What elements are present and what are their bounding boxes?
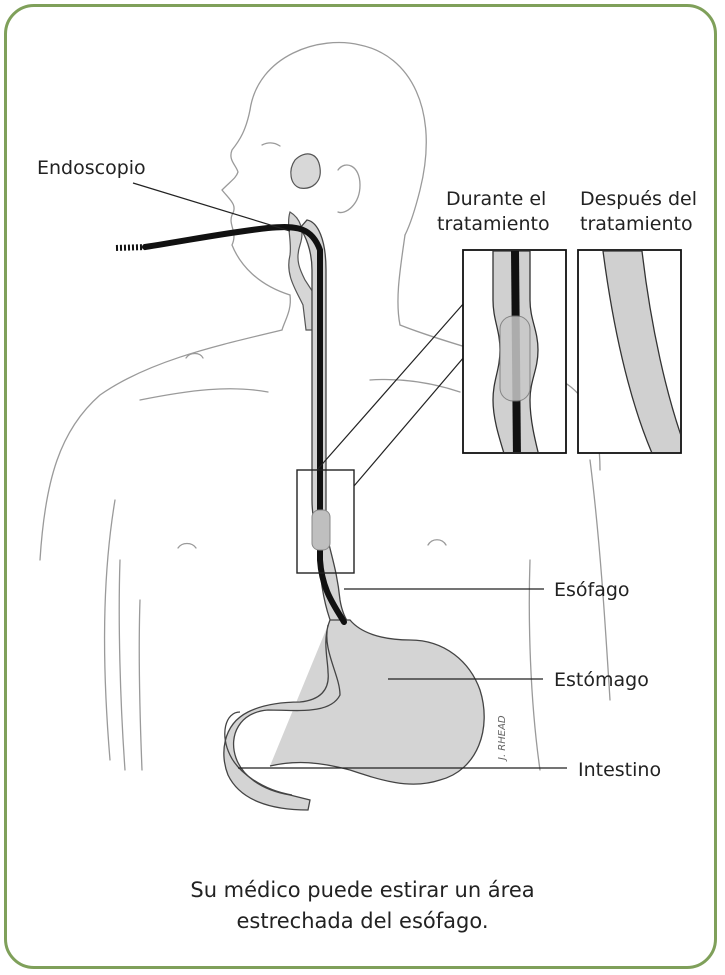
neck-front [282, 295, 290, 330]
label-after-line1: Después del [580, 188, 697, 210]
artist-signature: J. RHEAD [497, 715, 508, 762]
caption-line1: Su médico puede estirar un área [0, 875, 725, 906]
nipple-right [428, 540, 446, 545]
neck-back [398, 235, 405, 325]
clavicle-right [370, 380, 460, 393]
caption-line2: estrechada del esófago. [0, 906, 725, 937]
endoscope-balloon [312, 510, 330, 550]
nipple-left-2 [178, 544, 196, 549]
endoscope-tip-marks [116, 247, 146, 248]
eye-line [262, 143, 280, 146]
label-esophagus: Esófago [554, 579, 630, 601]
head-outline [250, 43, 426, 235]
label-after-line2: tratamiento [580, 213, 693, 235]
endoscope-pointer [133, 183, 290, 231]
stomach [224, 620, 484, 810]
esophagus-tube [300, 220, 350, 625]
clavicle-left [140, 389, 268, 400]
label-intestine: Intestino [578, 759, 661, 781]
torso-left [105, 500, 115, 760]
label-endoscope: Endoscopio [37, 157, 146, 179]
nasal-cavity [291, 154, 320, 188]
face-profile [222, 110, 290, 295]
shoulder-left [40, 330, 282, 560]
arm-left-inner [139, 600, 142, 770]
label-during-line2: tratamiento [437, 213, 550, 235]
focus-connector-bottom [354, 350, 470, 486]
label-stomach: Estómago [554, 669, 649, 691]
ear-outline [338, 165, 360, 213]
torso-right [529, 560, 540, 770]
arm-left [119, 560, 125, 770]
label-during-line1: Durante el [446, 188, 546, 210]
